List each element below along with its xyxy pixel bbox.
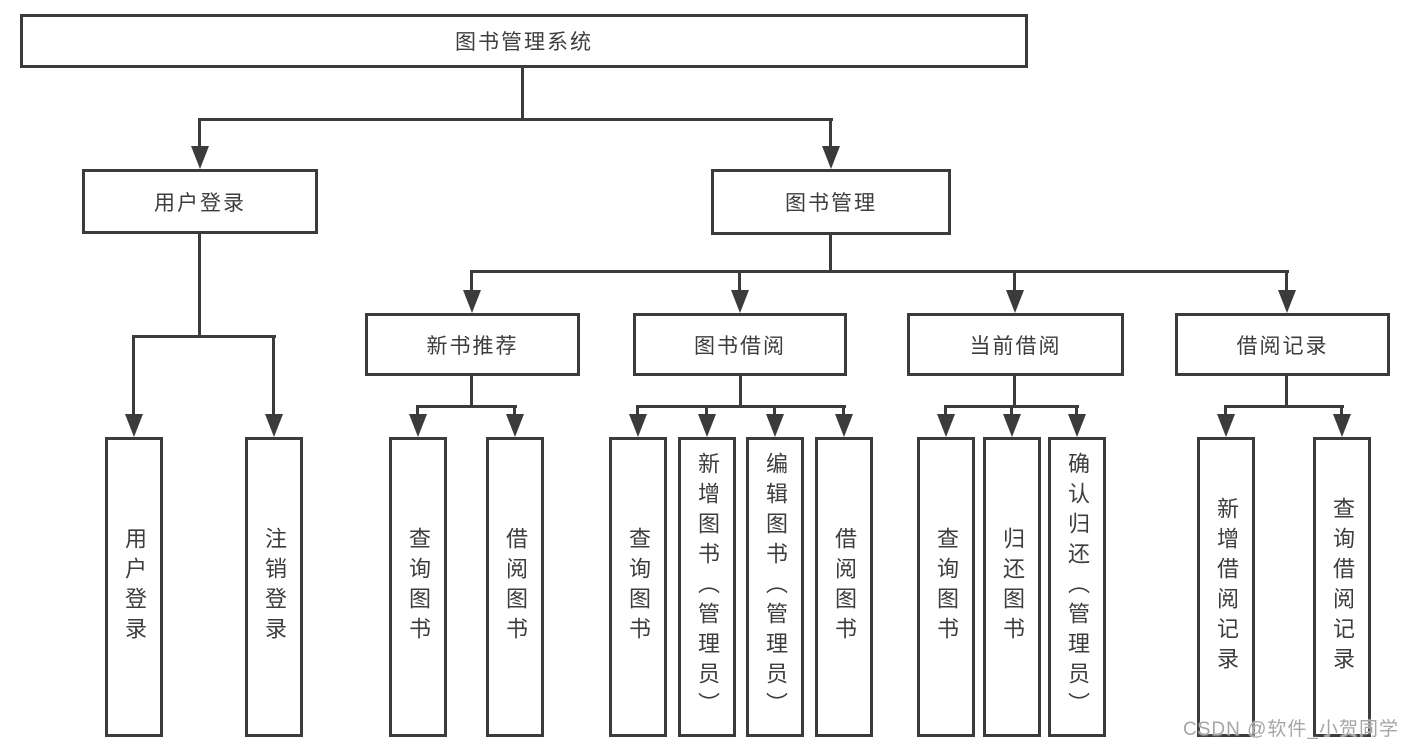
connector-arrow-to-book-management bbox=[822, 118, 840, 169]
leaf-records-query-label: 查询借阅记录 bbox=[1330, 497, 1355, 677]
connector-arrow-to-newbooks-borrow bbox=[506, 405, 524, 437]
connector-arrow-to-borrow-edit bbox=[766, 405, 784, 437]
node-borrowing-records: 借阅记录 bbox=[1175, 313, 1390, 376]
connector-arrow-to-current-return bbox=[1003, 405, 1021, 437]
connector-root-stem bbox=[521, 66, 524, 121]
connector-arrow-to-leaf-logout bbox=[265, 335, 283, 437]
leaf-current-return-label: 归还图书 bbox=[1000, 527, 1025, 647]
node-book-management: 图书管理 bbox=[711, 169, 951, 235]
leaf-borrow-borrow: 借阅图书 bbox=[815, 437, 873, 737]
node-current-borrowing: 当前借阅 bbox=[907, 313, 1124, 376]
connector-arrow-to-leaf-user-login bbox=[125, 335, 143, 437]
node-book-borrowing-label: 图书借阅 bbox=[694, 334, 786, 358]
watermark: CSDN @软件_小贺同学 bbox=[1183, 719, 1399, 740]
node-user-login-label: 用户登录 bbox=[154, 191, 246, 215]
connector-book-borrowing-stem bbox=[739, 374, 742, 408]
node-library-system: 图书管理系统 bbox=[20, 14, 1028, 68]
connector-arrow-to-records-query bbox=[1333, 405, 1351, 437]
node-user-login: 用户登录 bbox=[82, 169, 318, 234]
connector-root-split bbox=[199, 118, 833, 121]
connector-arrow-to-user-login bbox=[191, 118, 209, 169]
connector-arrow-to-book-borrowing bbox=[731, 270, 749, 313]
leaf-borrow-query: 查询图书 bbox=[609, 437, 667, 737]
leaf-user-login-label: 用户登录 bbox=[122, 527, 147, 647]
connector-book-management-split bbox=[471, 270, 1289, 273]
leaf-user-login: 用户登录 bbox=[105, 437, 163, 737]
node-new-book-recommend-label: 新书推荐 bbox=[426, 334, 519, 358]
connector-arrow-to-borrow-borrow bbox=[835, 405, 853, 437]
connector-arrow-to-borrowing-records bbox=[1278, 270, 1296, 313]
leaf-newbooks-query-label: 查询图书 bbox=[406, 527, 431, 647]
connector-arrow-to-current-query bbox=[937, 405, 955, 437]
connector-book-borrowing-split bbox=[637, 405, 846, 408]
leaf-records-add-label: 新增借阅记录 bbox=[1214, 497, 1239, 677]
node-library-system-label: 图书管理系统 bbox=[455, 31, 593, 54]
connector-arrow-to-records-add bbox=[1217, 405, 1235, 437]
leaf-current-confirm-return-admin: 确认归还（管理员） bbox=[1048, 437, 1106, 737]
leaf-borrow-borrow-label: 借阅图书 bbox=[832, 527, 857, 647]
leaf-records-query: 查询借阅记录 bbox=[1313, 437, 1371, 737]
connector-arrow-to-newbooks-query bbox=[409, 405, 427, 437]
leaf-current-confirm-return-admin-label: 确认归还（管理员） bbox=[1065, 452, 1090, 722]
leaf-borrow-add-admin: 新增图书（管理员） bbox=[678, 437, 736, 737]
leaf-borrow-query-label: 查询图书 bbox=[626, 527, 651, 647]
connector-user-login-split bbox=[133, 335, 276, 338]
connector-borrowing-records-stem bbox=[1285, 374, 1288, 408]
leaf-borrow-edit-admin: 编辑图书（管理员） bbox=[746, 437, 804, 737]
connector-arrow-to-new-book-recommend bbox=[463, 270, 481, 313]
connector-user-login-stem bbox=[198, 232, 201, 338]
connector-current-borrowing-stem bbox=[1013, 374, 1016, 408]
leaf-current-return: 归还图书 bbox=[983, 437, 1041, 737]
leaf-borrow-add-admin-label: 新增图书（管理员） bbox=[695, 452, 720, 722]
leaf-newbooks-borrow: 借阅图书 bbox=[486, 437, 544, 737]
node-borrowing-records-label: 借阅记录 bbox=[1236, 334, 1329, 358]
leaf-borrow-edit-admin-label: 编辑图书（管理员） bbox=[763, 452, 788, 722]
connector-arrow-to-borrow-query bbox=[629, 405, 647, 437]
connector-arrow-to-current-borrowing bbox=[1006, 270, 1024, 313]
connector-new-book-stem bbox=[470, 374, 473, 408]
node-current-borrowing-label: 当前借阅 bbox=[969, 334, 1062, 358]
leaf-newbooks-query: 查询图书 bbox=[389, 437, 447, 737]
leaf-logout-label: 注销登录 bbox=[262, 527, 287, 647]
connector-borrowing-records-split bbox=[1225, 405, 1344, 408]
node-new-book-recommend: 新书推荐 bbox=[365, 313, 580, 376]
node-book-borrowing: 图书借阅 bbox=[633, 313, 847, 376]
leaf-newbooks-borrow-label: 借阅图书 bbox=[503, 527, 528, 647]
leaf-current-query-label: 查询图书 bbox=[934, 527, 959, 647]
connector-book-management-stem bbox=[829, 233, 832, 273]
connector-arrow-to-current-confirm bbox=[1068, 405, 1086, 437]
leaf-records-add: 新增借阅记录 bbox=[1197, 437, 1255, 737]
leaf-logout: 注销登录 bbox=[245, 437, 303, 737]
leaf-current-query: 查询图书 bbox=[917, 437, 975, 737]
node-book-management-label: 图书管理 bbox=[785, 192, 877, 215]
connector-arrow-to-borrow-add bbox=[698, 405, 716, 437]
connector-new-book-split bbox=[417, 405, 517, 408]
